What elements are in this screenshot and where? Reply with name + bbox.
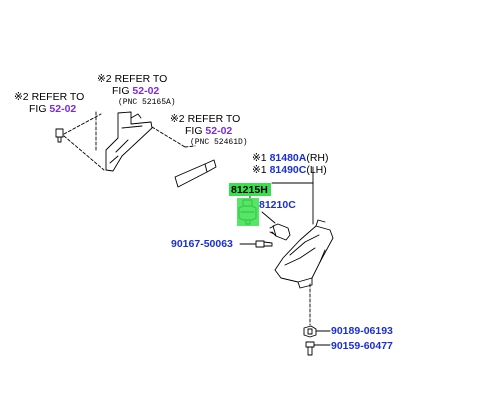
ref-note-3-text: REFER TO — [187, 113, 241, 125]
ref-note-1-fig-link[interactable]: 52-02 — [49, 103, 77, 115]
strip-part — [174, 159, 217, 188]
ref-note-2-pnc: (PNC 52165A) — [118, 98, 176, 107]
ref-note-1: ※2 REFER TO — [14, 91, 84, 103]
part-90167-link[interactable]: 90167-50063 — [171, 238, 233, 250]
part-81480A-side: (RH) — [306, 152, 329, 164]
ref-note-2-fig: FIG 52-02 — [112, 85, 159, 97]
lamp-housing-part — [274, 219, 334, 289]
left-bolt-icon — [55, 128, 64, 143]
part-81215H-link[interactable]: 81215H — [231, 184, 268, 196]
part-81490C-label: ※1 81490C(LH) — [252, 164, 327, 176]
ref-note-1-fig-prefix: FIG — [29, 103, 47, 115]
part-90159-link[interactable]: 90159-60477 — [331, 340, 393, 352]
part-81490C-side: (LH) — [306, 164, 327, 176]
ref-note-3-mark: ※2 — [170, 113, 185, 125]
nut-90189-icon — [303, 325, 317, 338]
ref-note-3-fig-prefix: FIG — [185, 125, 203, 137]
screw-90167-icon — [255, 240, 273, 248]
ref-note-2: ※2 REFER TO — [97, 73, 167, 85]
ref-note-2-fig-prefix: FIG — [112, 85, 130, 97]
part-90189-link[interactable]: 90189-06193 — [331, 325, 393, 337]
part-81490C-mark: ※1 — [252, 164, 267, 176]
ref-note-1-mark: ※2 — [14, 91, 29, 103]
part-81480A-mark: ※1 — [252, 152, 267, 164]
ref-note-1-text: REFER TO — [31, 91, 85, 103]
highlight-81215H — [229, 183, 271, 196]
bolt-90159-icon — [305, 341, 315, 356]
part-81210C-link[interactable]: 81210C — [259, 199, 296, 211]
ref-note-2-text: REFER TO — [114, 73, 168, 85]
part-81480A-link[interactable]: 81480A — [269, 152, 307, 164]
ref-note-3-fig: FIG 52-02 — [185, 125, 232, 137]
ref-note-3-pnc: (PNC 52461D) — [190, 138, 248, 147]
ref-note-3: ※2 REFER TO — [170, 113, 240, 125]
upper-bracket-part — [105, 111, 153, 172]
part-81480A-label: ※1 81480A(RH) — [252, 152, 329, 164]
ref-note-2-fig-link[interactable]: 52-02 — [132, 85, 160, 97]
ref-note-1-fig: FIG 52-02 — [29, 103, 76, 115]
bulb-part — [269, 223, 291, 241]
ref-note-2-mark: ※2 — [97, 73, 112, 85]
ref-note-3-fig-link[interactable]: 52-02 — [205, 125, 233, 137]
part-81490C-link[interactable]: 81490C — [269, 164, 307, 176]
highlight-socket — [237, 198, 259, 226]
